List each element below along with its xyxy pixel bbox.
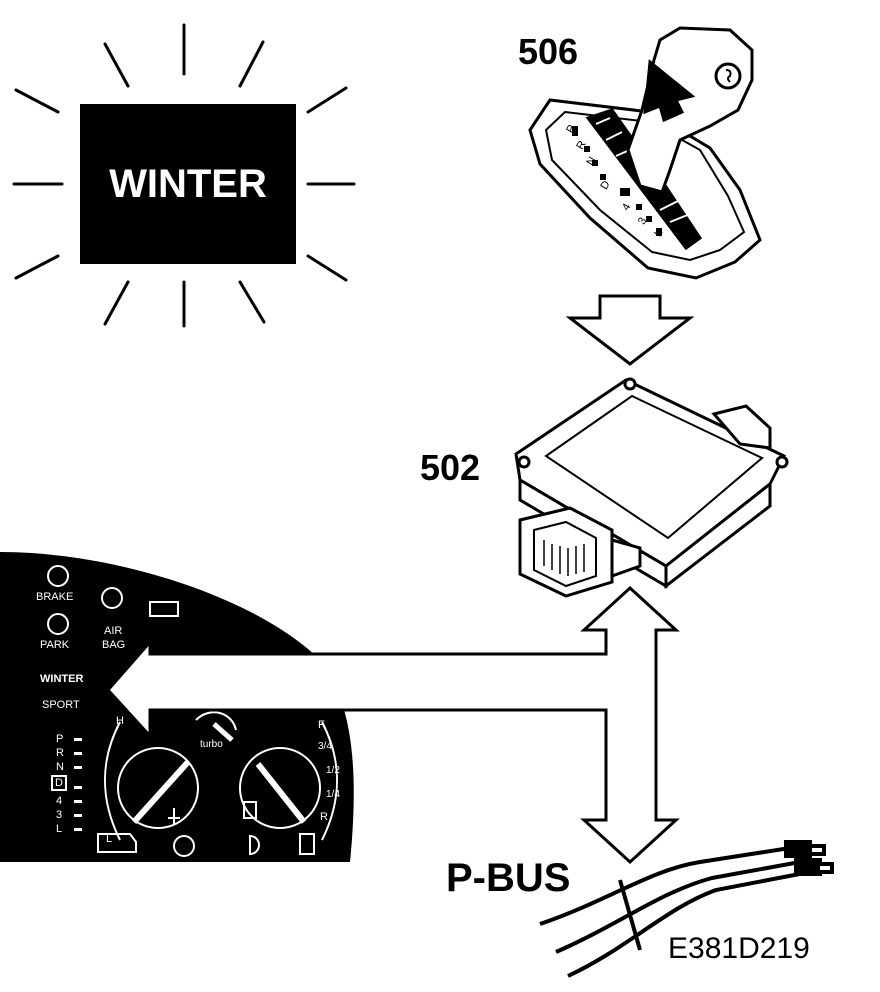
fuel-reserve-label: R (320, 811, 328, 823)
brake-label: BRAKE (36, 591, 74, 603)
gear-selector-illustration (528, 26, 762, 280)
turbo-label: turbo (200, 739, 223, 750)
selector-callout: 506 (518, 31, 579, 72)
p-bus-cable (539, 840, 834, 978)
fuel-half-label: 1/2 (326, 765, 340, 776)
sport-cluster-label: SPORT (42, 699, 80, 711)
down-arrow (565, 294, 695, 366)
gear-n: N (56, 761, 64, 773)
warning-icons (97, 801, 315, 857)
gear-d: D (55, 777, 63, 789)
fuel-quarter-label: 1/4 (326, 789, 340, 800)
temp-high-label: H (116, 715, 124, 727)
gear-3: 3 (56, 809, 63, 821)
winter-indicator-text: WINTER (109, 161, 267, 206)
air-label: AIR (104, 625, 123, 637)
bus-arrow (105, 585, 680, 865)
gear-r: R (56, 747, 64, 759)
p-bus-label: P-BUS (446, 856, 571, 900)
control-module-callout: 502 (420, 447, 481, 488)
gear-l: L (56, 823, 63, 835)
temp-low-label: L (106, 833, 113, 845)
fuel-three-quarter-label: 3/4 (318, 741, 332, 752)
winter-cluster-label: WINTER (40, 673, 84, 685)
gear-4: 4 (56, 795, 63, 807)
bag-label: BAG (102, 639, 126, 651)
winter-indicator: WINTER (80, 104, 296, 264)
fuel-full-label: F (318, 719, 325, 731)
figure-id: E381D219 (668, 932, 810, 965)
control-module-illustration (514, 377, 789, 598)
gear-p: P (56, 733, 64, 745)
park-label: PARK (40, 639, 70, 651)
winter-glow-rays (12, 23, 356, 328)
